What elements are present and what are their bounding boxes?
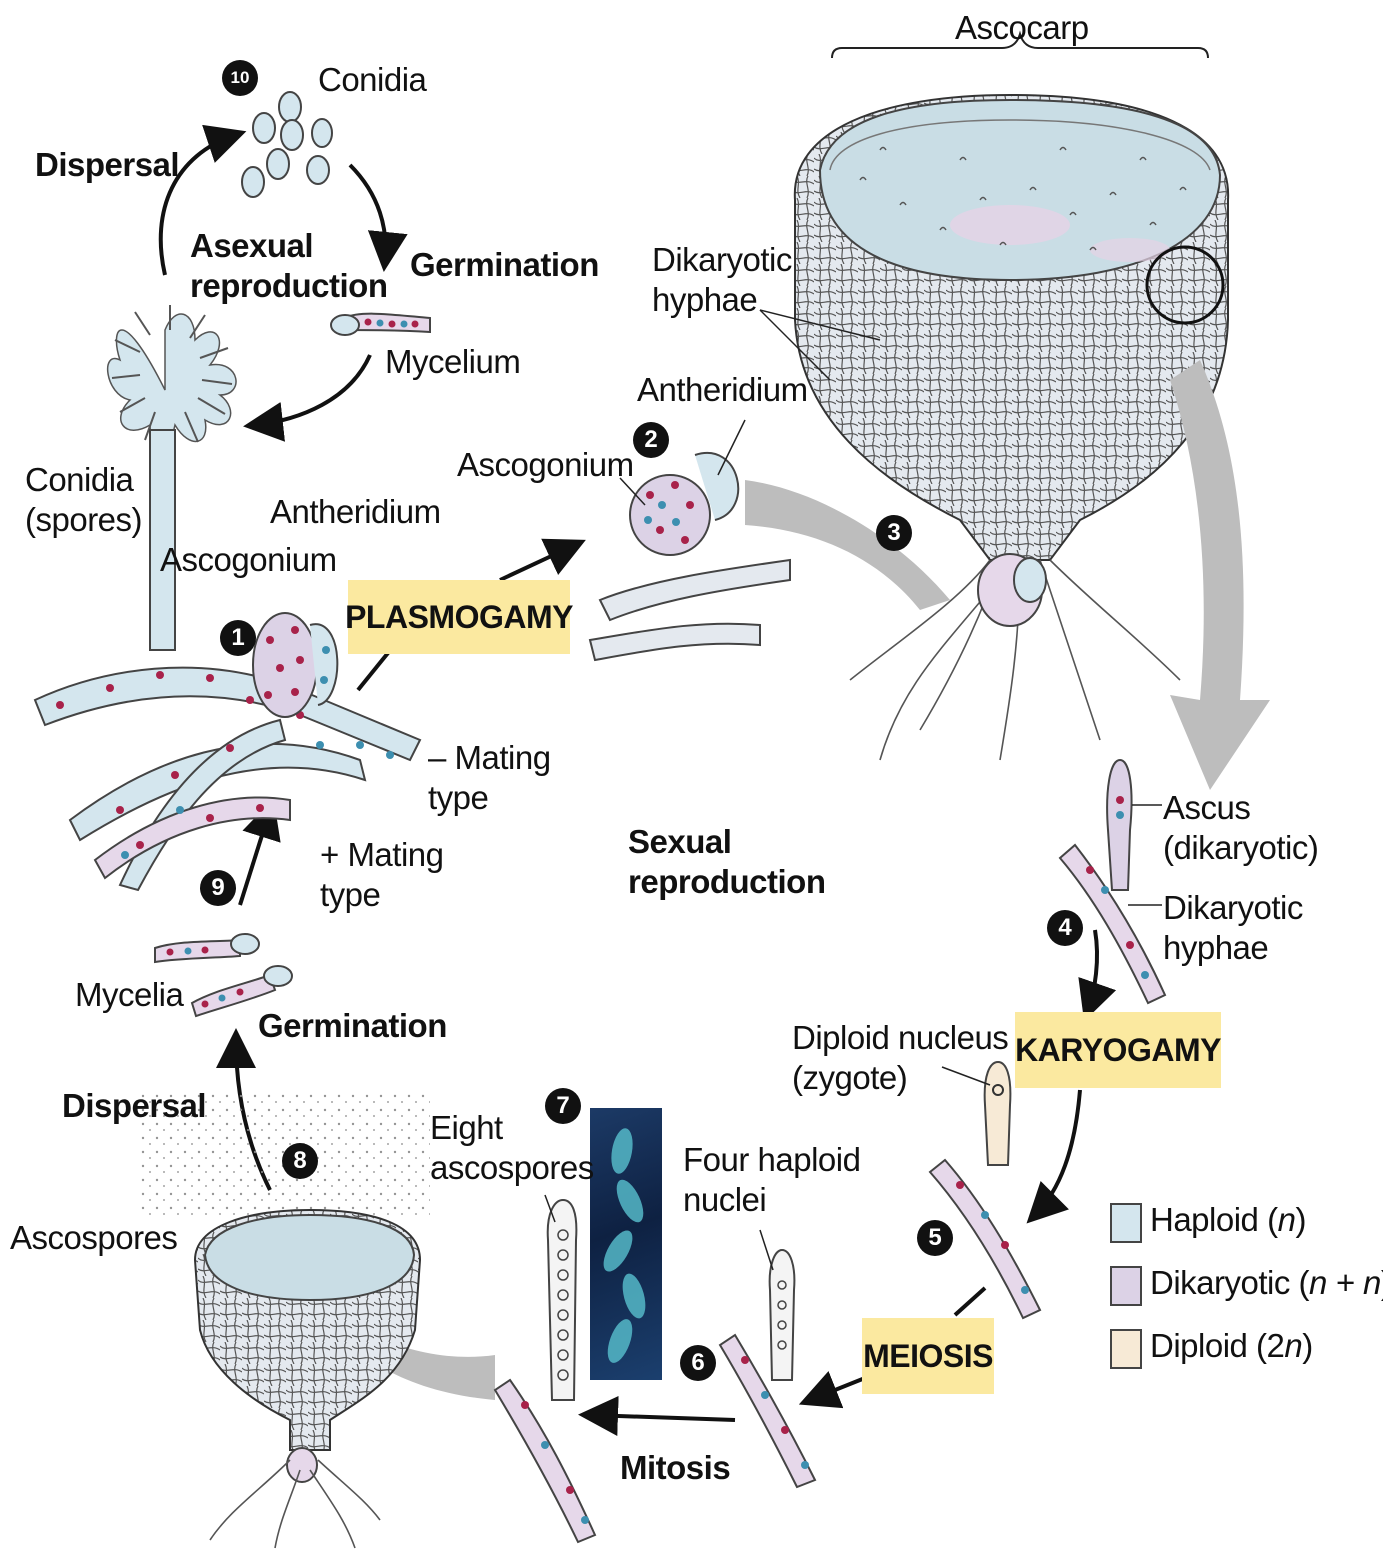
step-5-marker: 5 xyxy=(917,1220,953,1256)
dikaryotic-hyphae-right-line2: hyphae xyxy=(1163,928,1303,968)
germination-bottom-label: Germination xyxy=(258,1006,447,1046)
step-4-marker: 4 xyxy=(1047,910,1083,946)
legend-swatch-diploid xyxy=(1110,1329,1142,1369)
legend-swatch-haploid xyxy=(1110,1203,1142,1243)
dikaryotic-hyphae-top-line1: Dikaryotic xyxy=(652,240,792,280)
step-1-marker: 1 xyxy=(220,620,256,656)
meiosis-box: MEIOSIS xyxy=(862,1318,994,1394)
step-10-marker: 10 xyxy=(222,60,258,96)
antheridium-center-label: Antheridium xyxy=(637,370,808,410)
ascospores-label: Ascospores xyxy=(10,1218,177,1258)
ascus-micrograph xyxy=(590,1108,662,1380)
legend-label-haploid: Haploid (n) xyxy=(1150,1200,1306,1240)
mitosis-label: Mitosis xyxy=(620,1448,730,1488)
conidia-spores-label: Conidia (spores) xyxy=(25,460,142,540)
four-haploid-nuclei-label: Four haploid nuclei xyxy=(683,1140,860,1220)
ascus-dikaryotic-label: Ascus (dikaryotic) xyxy=(1163,788,1318,868)
ascogonium-left-label: Ascogonium xyxy=(160,540,337,580)
step-7-marker: 7 xyxy=(545,1088,581,1124)
germination-top-label: Germination xyxy=(410,245,599,285)
step-3-marker: 3 xyxy=(876,515,912,551)
plus-mating-line1: + Mating xyxy=(320,835,444,875)
mycelium-germinating xyxy=(331,314,430,335)
conidia-label: Conidia xyxy=(318,60,426,100)
legend-swatch-dikaryotic xyxy=(1110,1266,1142,1306)
step-9-marker: 9 xyxy=(200,870,236,906)
four-line1: Four haploid xyxy=(683,1140,860,1180)
conidia-spores-line1: Conidia xyxy=(25,460,142,500)
dispersal-bottom-label: Dispersal xyxy=(62,1086,206,1126)
dikaryotic-hyphae-right-line1: Dikaryotic xyxy=(1163,888,1303,928)
karyogamy-box: KARYOGAMY xyxy=(1015,1012,1221,1088)
step-6-marker: 6 xyxy=(680,1345,716,1381)
minus-mating-type-label: – Mating type xyxy=(428,738,551,818)
four-line2: nuclei xyxy=(683,1180,860,1220)
gametangia-left xyxy=(253,613,337,717)
step-2-marker: 2 xyxy=(633,422,669,458)
conidia-spores-line2: (spores) xyxy=(25,500,142,540)
minus-mating-line2: type xyxy=(428,778,551,818)
asexual-line1: Asexual xyxy=(190,226,388,266)
ascocarp-large xyxy=(760,34,1228,760)
sexual-line1: Sexual xyxy=(628,822,826,862)
sexual-line2: reproduction xyxy=(628,862,826,902)
antheridium-left-label: Antheridium xyxy=(270,492,441,532)
ascus-diploid xyxy=(930,1062,1040,1318)
plus-mating-type-label: + Mating type xyxy=(320,835,444,915)
dikaryotic-hyphae-top-line2: hyphae xyxy=(652,280,792,320)
diploid-nucleus-label: Diploid nucleus (zygote) xyxy=(792,1018,1008,1098)
ascus-line2: (dikaryotic) xyxy=(1163,828,1318,868)
dikaryotic-hyphae-top-label: Dikaryotic hyphae xyxy=(652,240,792,320)
plus-mating-line2: type xyxy=(320,875,444,915)
ascocarp-label: Ascocarp xyxy=(955,8,1089,48)
mycelia-label: Mycelia xyxy=(75,975,183,1015)
sexual-reproduction-label: Sexual reproduction xyxy=(628,822,826,902)
dikaryotic-hyphae-right-label: Dikaryotic hyphae xyxy=(1163,888,1303,968)
legend-label-dikaryotic: Dikaryotic (n + n) xyxy=(1150,1263,1383,1303)
conidia-cluster xyxy=(242,92,332,197)
plasmogamy-box: PLASMOGAMY xyxy=(348,580,570,654)
ascus-eight-spores xyxy=(495,1195,595,1542)
diploid-line1: Diploid nucleus xyxy=(792,1018,1008,1058)
diploid-line2: (zygote) xyxy=(792,1058,1008,1098)
mycelium-label: Mycelium xyxy=(385,342,520,382)
asexual-line2: reproduction xyxy=(190,266,388,306)
eight-line2: ascospores xyxy=(430,1148,594,1188)
ascogonium-center-label: Ascogonium xyxy=(457,445,634,485)
asexual-reproduction-label: Asexual reproduction xyxy=(190,226,388,306)
ascus-dikaryotic xyxy=(1060,760,1165,1003)
minus-mating-line1: – Mating xyxy=(428,738,551,778)
dispersal-top-label: Dispersal xyxy=(35,145,179,185)
legend-label-diploid: Diploid (2n) xyxy=(1150,1326,1313,1366)
ascus-line1: Ascus xyxy=(1163,788,1318,828)
step-8-marker: 8 xyxy=(282,1143,318,1179)
ascus-four-nuclei xyxy=(720,1230,815,1487)
